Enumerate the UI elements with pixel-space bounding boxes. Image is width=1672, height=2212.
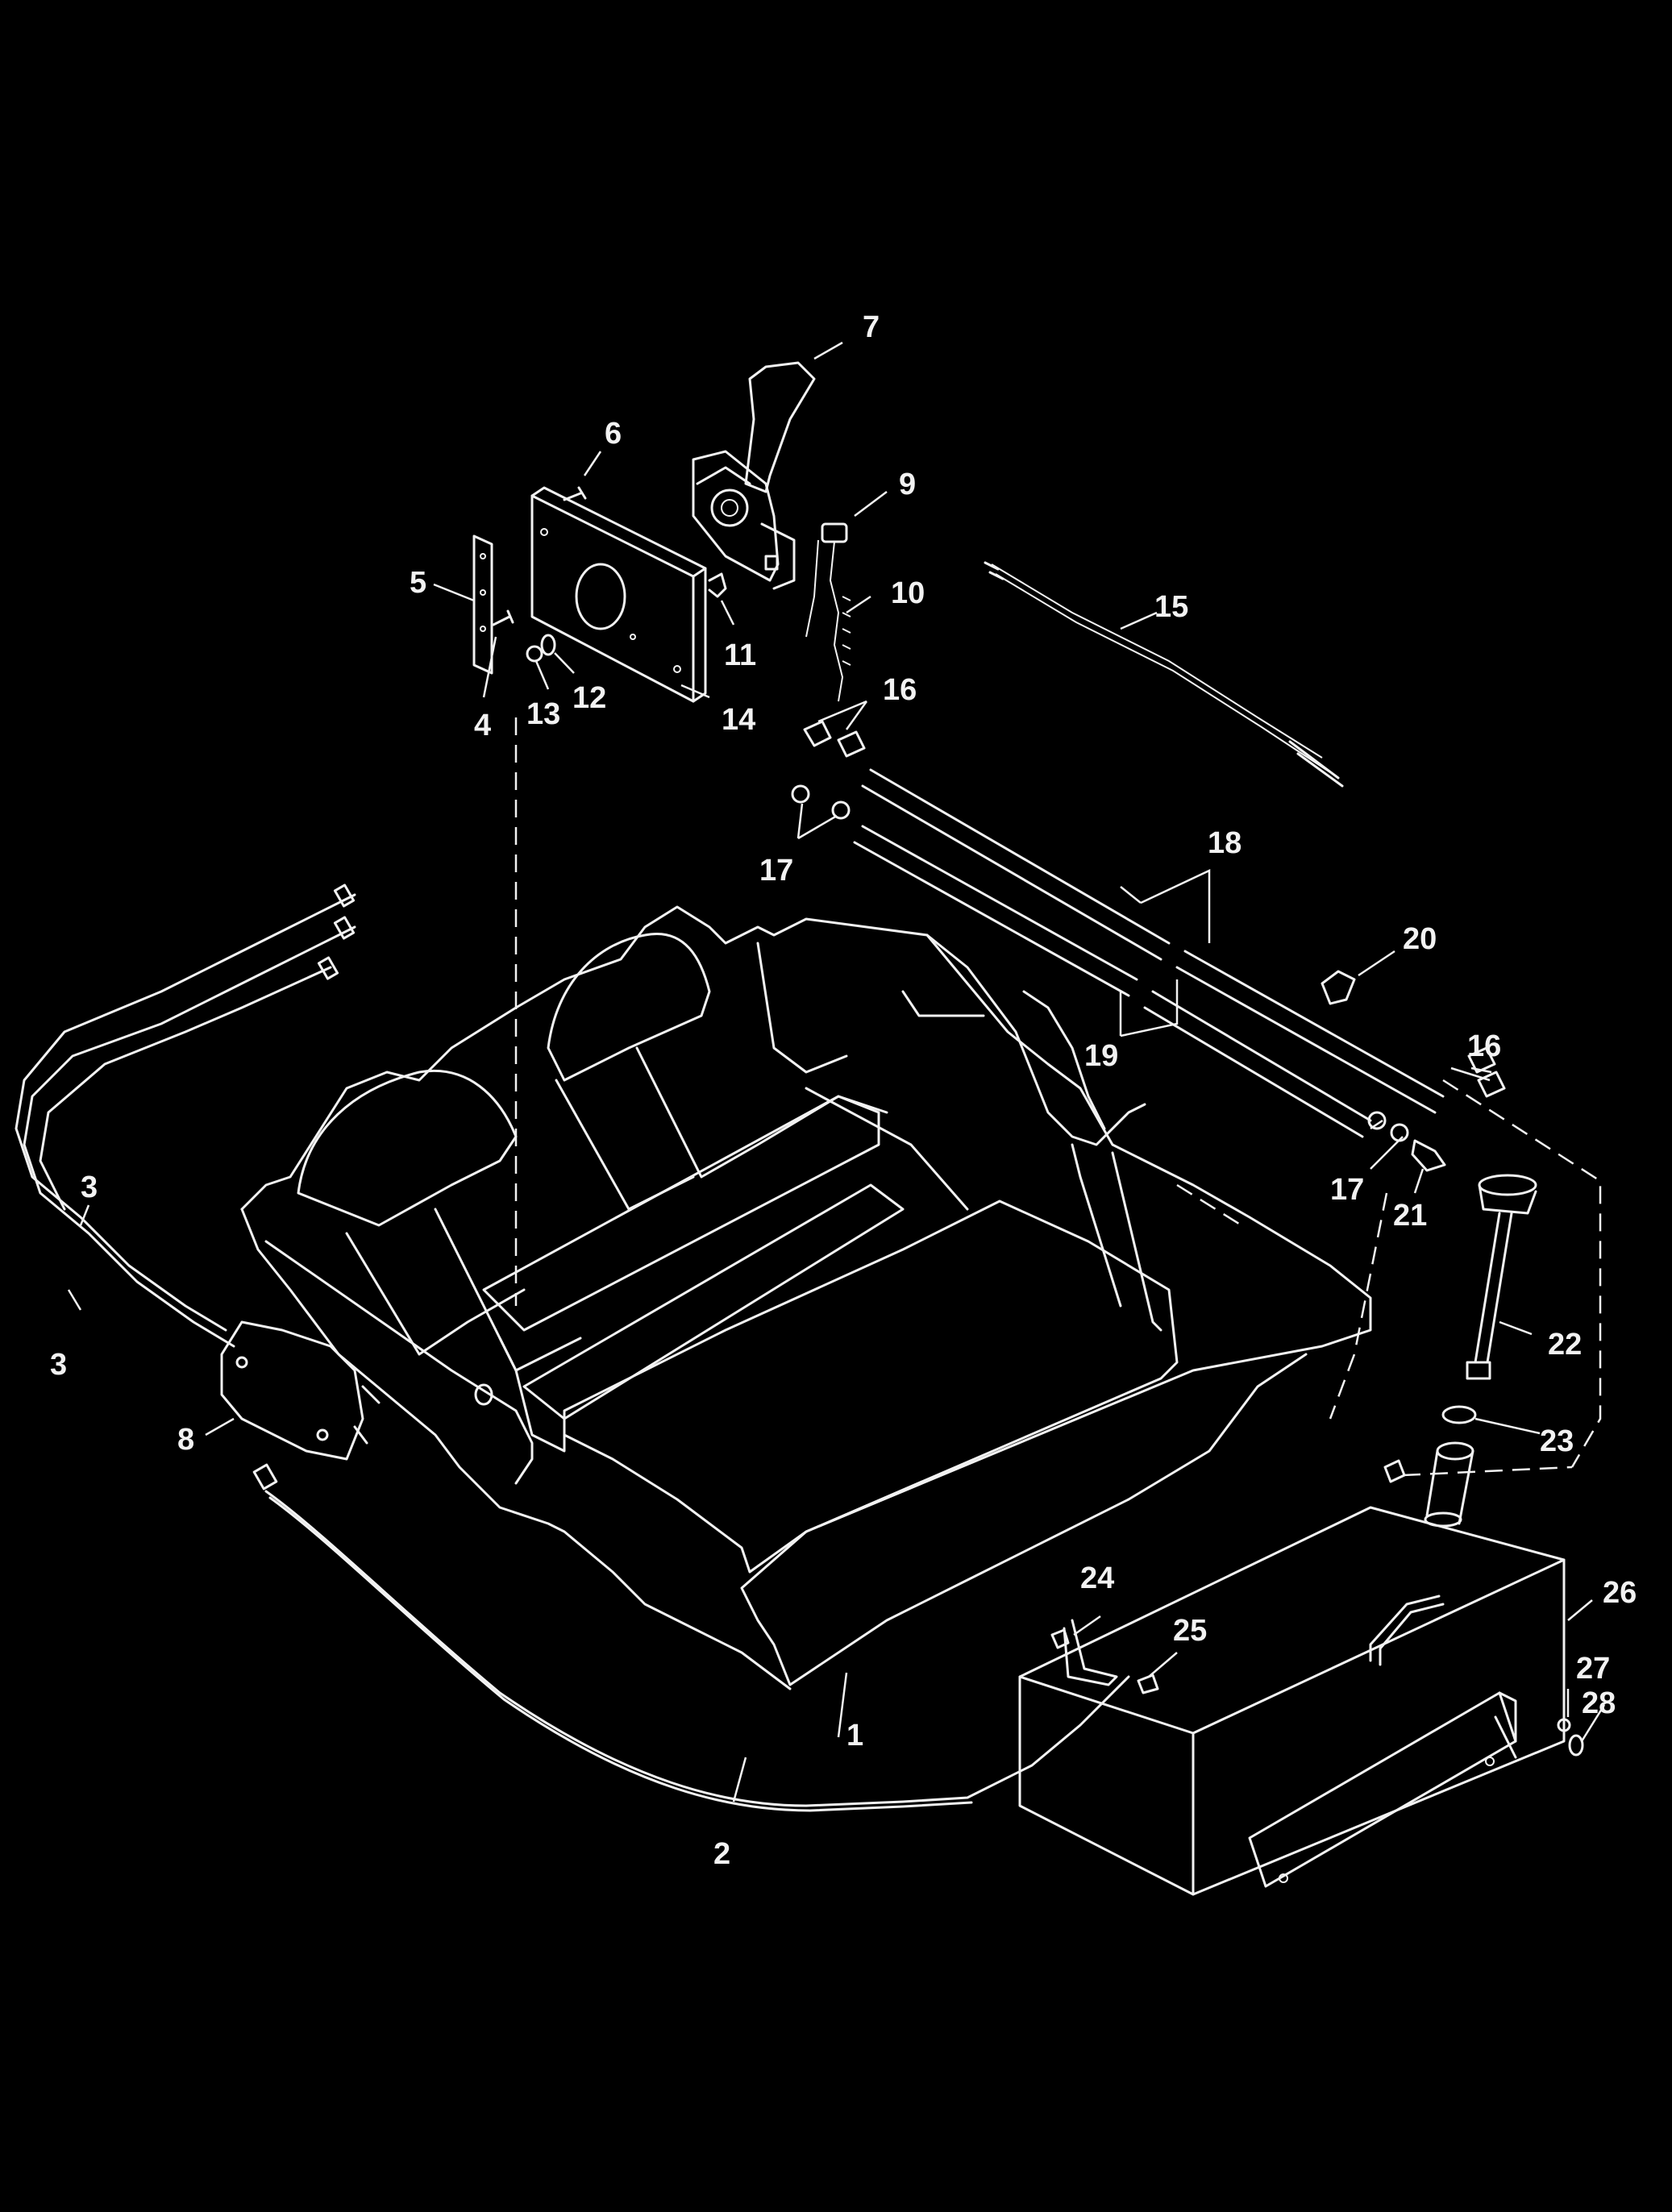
switch-harness [805,522,851,702]
callout-18: 18 [1208,826,1242,860]
callout-17-upper: 17 [759,854,793,888]
callout-21: 21 [1393,1199,1427,1233]
callout-23: 23 [1540,1424,1574,1458]
callout-27: 27 [1576,1652,1610,1686]
callout-14: 14 [722,703,755,737]
callout-5: 5 [410,566,426,600]
callout-19: 19 [1084,1039,1118,1073]
fuel-tank [1018,1441,1584,1896]
callout-7: 7 [863,310,880,344]
callout-3-upper: 3 [81,1170,98,1204]
control-cables [15,884,1130,1812]
callout-labels: 7 6 5 9 10 11 12 13 4 14 15 16 17 18 19 … [50,310,1637,1871]
callout-9: 9 [899,468,916,501]
callout-26: 26 [1603,1576,1637,1610]
callout-13: 13 [526,697,560,731]
callout-11: 11 [724,638,756,672]
callout-16-lower: 16 [1467,1029,1501,1063]
callout-20: 20 [1403,922,1437,956]
fuel-hoses [853,768,1445,1138]
callout-3-lower: 3 [50,1348,67,1382]
control-box [220,1320,381,1461]
callout-15: 15 [1154,590,1188,624]
leader-lines [67,341,1606,1802]
mounting-plate-assembly [472,486,707,703]
callout-24: 24 [1080,1561,1114,1595]
callout-25: 25 [1173,1614,1207,1648]
fuel-fitting [1411,1139,1446,1172]
clip [708,572,727,598]
callout-17-lower: 17 [1330,1173,1364,1207]
callout-28: 28 [1582,1686,1616,1720]
callout-6: 6 [605,417,622,451]
hull-tub [240,905,1372,1690]
callout-2: 2 [713,1837,730,1871]
callout-4: 4 [474,709,491,742]
hose-clip [1321,970,1356,1005]
wiring-lead [984,561,1344,788]
callout-8: 8 [177,1423,194,1457]
fuel-gauge-sender [1441,1174,1537,1424]
callout-10: 10 [891,576,925,610]
control-handle [692,361,816,590]
callout-1: 1 [846,1719,863,1753]
callout-22: 22 [1548,1328,1582,1362]
callout-12: 12 [572,681,606,715]
assembly-guide-lines [514,717,1602,1477]
callout-16-upper: 16 [883,673,917,707]
